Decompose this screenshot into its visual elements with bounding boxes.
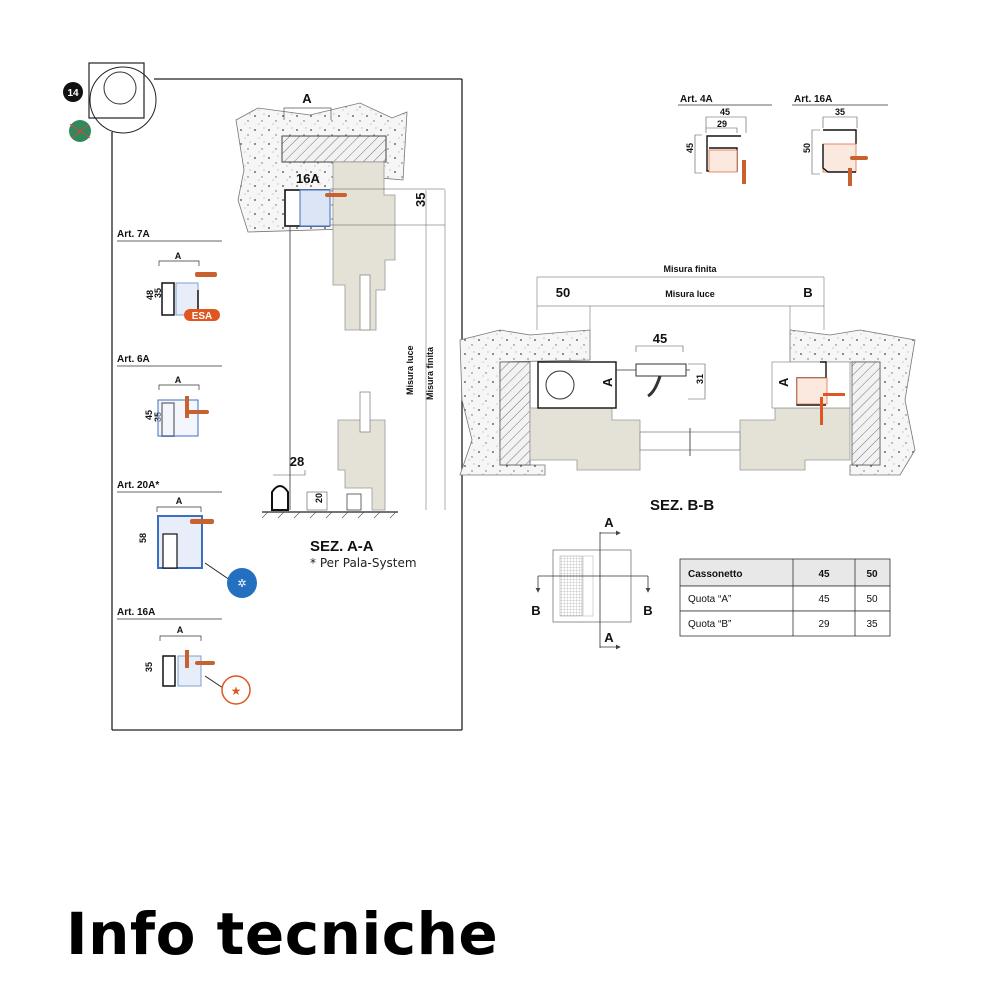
- svg-text:45: 45: [685, 143, 695, 153]
- table-header: 45: [818, 569, 830, 580]
- svg-text:B: B: [531, 603, 540, 618]
- article-title: Art. 16A: [117, 607, 155, 618]
- article-16a-left: Art. 16A A 35 ★: [117, 607, 251, 705]
- svg-text:A: A: [175, 251, 182, 261]
- svg-text:45: 45: [720, 107, 730, 117]
- svg-text:A: A: [604, 630, 614, 645]
- article-title: Art. 4A: [680, 94, 713, 105]
- svg-text:45: 45: [653, 331, 667, 346]
- profile-label: 16A: [296, 171, 320, 186]
- svg-text:Misura luce: Misura luce: [405, 345, 415, 395]
- section-aa: 16A A 35 Misura luce Misura finita 28 20…: [235, 91, 446, 570]
- table-header: Cassonetto: [688, 569, 742, 580]
- section-aa-title: SEZ. A-A: [310, 538, 374, 555]
- svg-text:28: 28: [290, 454, 304, 469]
- svg-text:31: 31: [695, 374, 705, 384]
- svg-text:★: ★: [231, 684, 242, 698]
- svg-text:20: 20: [314, 493, 324, 503]
- section-bb-title: SEZ. B-B: [650, 497, 714, 514]
- svg-text:Quota “B”: Quota “B”: [688, 619, 731, 630]
- article-4a: Art. 4A 45 29 45: [678, 94, 772, 184]
- article-title: Art. 16A: [794, 94, 832, 105]
- svg-text:35: 35: [866, 619, 878, 630]
- svg-text:50: 50: [556, 285, 570, 300]
- callout-number: 14: [67, 88, 79, 99]
- svg-text:ESA: ESA: [192, 311, 213, 322]
- article-title: Art. 6A: [117, 354, 150, 365]
- detail-callout: 14: [63, 62, 462, 142]
- svg-text:35: 35: [835, 107, 845, 117]
- svg-text:35: 35: [144, 662, 154, 672]
- svg-text:29: 29: [717, 119, 727, 129]
- table-row: Quota “B” 29 35: [688, 619, 878, 630]
- sole-gelo-badge: ✲: [227, 568, 257, 598]
- svg-text:A: A: [175, 375, 182, 385]
- svg-text:A: A: [776, 377, 791, 387]
- svg-text:Misura luce: Misura luce: [665, 289, 715, 299]
- svg-text:48: 48: [145, 290, 155, 300]
- svg-text:58: 58: [138, 533, 148, 543]
- article-16a-right: Art. 16A 35 50: [792, 94, 888, 186]
- svg-text:A: A: [600, 377, 615, 387]
- svg-text:35: 35: [413, 193, 428, 207]
- section-bb: Misura finita 50 Misura luce B A 45 31: [459, 264, 916, 514]
- cassonetto-table: Cassonetto 45 50 Quota “A” 45 50 Quota “…: [679, 558, 891, 637]
- svg-text:✲: ✲: [237, 577, 246, 590]
- key-plan: A A B B: [531, 515, 653, 650]
- table-header: 50: [866, 569, 878, 580]
- svg-text:Misura finita: Misura finita: [425, 346, 435, 400]
- article-7a: Art. 7A A 48 35 ESA: [117, 229, 222, 322]
- page-title: Info tecniche: [66, 900, 499, 968]
- svg-text:A: A: [302, 91, 312, 106]
- article-title: Art. 7A: [117, 229, 150, 240]
- svg-text:B: B: [643, 603, 652, 618]
- svg-text:A: A: [176, 496, 183, 506]
- svg-text:29: 29: [818, 619, 830, 630]
- svg-text:Quota “A”: Quota “A”: [688, 594, 731, 605]
- svg-text:45: 45: [144, 410, 154, 420]
- svg-text:B: B: [803, 285, 812, 300]
- svg-text:A: A: [177, 625, 184, 635]
- svg-text:45: 45: [818, 594, 830, 605]
- svg-text:Misura finita: Misura finita: [663, 264, 717, 274]
- section-aa-note: * Per Pala-System: [310, 556, 417, 570]
- esa-badge: ESA: [184, 309, 220, 322]
- article-20a: Art. 20A* A 58 ✲: [117, 480, 257, 598]
- standard-badge: ★: [221, 675, 251, 705]
- table-row: Quota “A” 45 50: [688, 594, 878, 605]
- callout-number-badge: [63, 82, 83, 102]
- svg-text:50: 50: [866, 594, 878, 605]
- svg-text:35: 35: [153, 288, 163, 298]
- left-panel-frame: [111, 79, 463, 731]
- svg-text:50: 50: [802, 143, 812, 153]
- svg-text:A: A: [604, 515, 614, 530]
- article-title: Art. 20A*: [117, 480, 159, 491]
- article-6a: Art. 6A A 45 35: [117, 354, 222, 437]
